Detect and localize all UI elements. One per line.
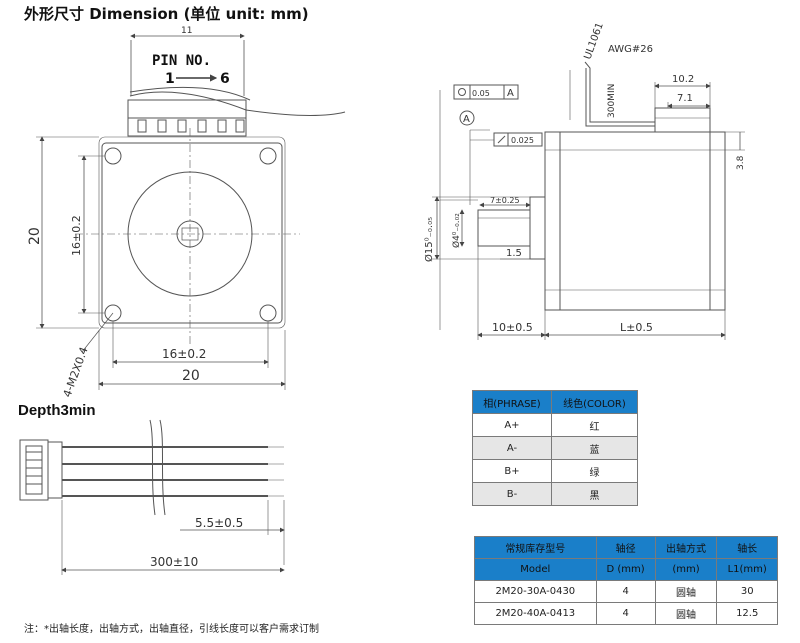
datum-circle-label: A (463, 114, 470, 125)
pin-no-label: PIN NO. (152, 53, 211, 69)
dim-top-outer: 10.2 (672, 74, 694, 85)
model-header-stock: 常规库存型号 (474, 536, 597, 559)
cable-view (19, 419, 285, 575)
strip-length-dim: 5.5±0.5 (195, 516, 243, 530)
model-subheader-model: Model (474, 558, 597, 581)
model-subheader-d: D (mm) (595, 558, 656, 581)
front-view (36, 33, 346, 390)
pin-range-end: 6 (220, 71, 230, 87)
dim-right: 3.8 (736, 155, 746, 170)
color-header: 线色(COLOR) (550, 390, 639, 414)
phase-header: 相(PHRASE) (472, 390, 552, 414)
pilot-height-dim: 1.5 (506, 248, 522, 259)
model-header-shaft-len: 轴长 (716, 536, 778, 559)
table-row: B+ 绿 (472, 459, 639, 483)
depth-label: Depth3min (18, 402, 96, 419)
cable-gauge-label: AWG#26 (608, 44, 653, 55)
datum-box-label: A (507, 88, 514, 99)
side-view (432, 61, 745, 340)
pin-range-start: 1 (165, 71, 175, 87)
dim-bottom-outer-20: 20 (182, 368, 200, 384)
shaft-diameter-dim: Ø4⁰₋₀.₀₂ (451, 213, 462, 248)
model-header-shaft-dia: 轴径 (595, 536, 656, 559)
model-header-shaft-type: 出轴方式 (654, 536, 718, 559)
dim-left-outer-20: 20 (27, 227, 43, 245)
table-row: 2M20-40A-0413 4 圆轴 12.5 (474, 602, 778, 625)
model-table: 常规库存型号 轴径 出轴方式 轴长 Model D (mm) (mm) L1(m… (474, 536, 778, 625)
dim-left-inner-16: 16±0.2 (70, 215, 83, 256)
flatness-value: 0.05 (472, 89, 490, 98)
model-subheader-mm: (mm) (654, 558, 718, 581)
footnote: 注：*出轴长度，出轴方式，出轴直径，引线长度可以客户需求订制 (24, 624, 319, 635)
flat-width-dim: 7±0.25 (490, 196, 520, 205)
body-length-dim: L±0.5 (620, 321, 653, 334)
phase-color-table: 相(PHRASE) 线色(COLOR) A+ 红 A- 蓝 B+ 绿 B- 黑 (472, 390, 639, 506)
shaft-length-dim: 10±0.5 (492, 321, 533, 334)
table-row: 2M20-30A-0430 4 圆轴 30 (474, 580, 778, 603)
pilot-diameter-dim: Ø15⁰₋₀.₀₅ (423, 217, 435, 262)
cable-cert-label: UL1061 (582, 21, 605, 61)
lead-length-label: 300MIN (607, 84, 617, 118)
table-row: A+ 红 (472, 413, 639, 437)
dim-top-11: 11 (181, 26, 192, 36)
total-length-dim: 300±10 (150, 555, 198, 569)
dim-top-inner: 7.1 (677, 93, 693, 104)
perpendicularity-value: 0.025 (511, 136, 534, 145)
page-title: 外形尺寸 Dimension (单位 unit: mm) (24, 5, 309, 23)
hole-spec-label: 4-M2X0.4 (61, 345, 91, 399)
table-row: B- 黑 (472, 482, 639, 506)
model-subheader-l1: L1(mm) (716, 558, 778, 581)
dim-bottom-inner-16: 16±0.2 (162, 347, 206, 361)
table-row: A- 蓝 (472, 436, 639, 460)
